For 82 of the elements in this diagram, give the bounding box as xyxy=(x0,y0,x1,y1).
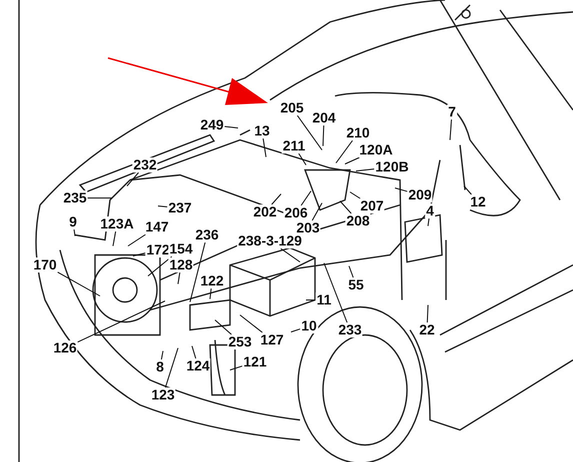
leader-line xyxy=(158,206,168,208)
leader-line xyxy=(214,320,232,335)
callout-number: 120A xyxy=(358,142,394,158)
leader-line xyxy=(464,186,472,195)
callout-number: 235 xyxy=(62,190,88,206)
leader-line xyxy=(300,190,312,206)
callout-number: 233 xyxy=(337,322,363,338)
leader-line xyxy=(426,304,428,323)
leader-line xyxy=(126,172,140,186)
callout-number: 205 xyxy=(279,100,305,116)
leader-line xyxy=(312,202,322,221)
callout-number: 4 xyxy=(425,204,435,218)
callout-number: 126 xyxy=(52,340,78,356)
callout-number: 120B xyxy=(374,160,410,174)
callout-number: 8 xyxy=(155,360,165,374)
leader-line xyxy=(344,157,360,164)
leader-line xyxy=(350,192,361,199)
leader-line xyxy=(322,125,324,146)
leader-line xyxy=(210,288,212,300)
leader-line xyxy=(340,200,352,214)
leader-line xyxy=(296,115,322,150)
leader-line xyxy=(290,328,301,332)
leader-line xyxy=(336,140,353,164)
leader-line xyxy=(224,126,238,128)
leader-line xyxy=(178,272,180,284)
callout-number: 211 xyxy=(282,138,306,154)
callout-number: 238-3-129 xyxy=(237,234,303,248)
leader-line xyxy=(160,350,164,360)
callout-number: 55 xyxy=(347,278,365,292)
callout-number: 210 xyxy=(345,126,371,140)
callout-number: 203 xyxy=(295,220,321,236)
callout-number: 237 xyxy=(167,200,193,216)
callout-number: 128 xyxy=(168,258,194,272)
callout-number: 202 xyxy=(252,204,278,220)
callout-number: 7 xyxy=(447,104,457,120)
callout-number: 12 xyxy=(469,194,487,210)
callout-number: 147 xyxy=(144,220,170,234)
callout-number: 206 xyxy=(283,206,309,220)
leader-line xyxy=(148,256,172,276)
leader-line xyxy=(324,262,348,323)
leader-line xyxy=(74,229,76,236)
leader-line xyxy=(128,234,146,246)
leader-line xyxy=(450,119,452,140)
callout-number: 172 xyxy=(145,242,171,258)
callout-number: 123A xyxy=(99,216,135,232)
callout-number: 253 xyxy=(227,334,253,350)
leader-line xyxy=(77,300,166,343)
callout-number: 127 xyxy=(259,332,285,348)
callout-number: 22 xyxy=(418,322,436,338)
leader-line xyxy=(348,266,354,278)
callout-number: 207 xyxy=(359,198,385,214)
callout-number: 124 xyxy=(185,358,211,374)
callout-number: 209 xyxy=(407,188,433,202)
leader-line xyxy=(132,252,146,256)
callout-number: 123 xyxy=(150,388,176,402)
leader-line xyxy=(230,366,243,370)
leader-line xyxy=(280,248,300,262)
leader-line xyxy=(164,348,178,388)
callout-number: 232 xyxy=(132,158,158,172)
callout-number: 154 xyxy=(168,242,194,256)
callout-number: 236 xyxy=(194,228,220,242)
callout-number: 170 xyxy=(32,258,58,272)
callout-number: 11 xyxy=(316,292,332,308)
callout-number: 10 xyxy=(300,318,318,334)
callout-number: 208 xyxy=(345,214,371,228)
leader-line xyxy=(298,153,306,166)
leader-line xyxy=(428,218,430,226)
leader-line xyxy=(57,272,100,296)
leader-line xyxy=(112,231,116,246)
leader-line xyxy=(240,314,263,333)
leader-line xyxy=(271,194,282,205)
leader-line xyxy=(394,188,408,192)
callout-number: 249 xyxy=(199,118,225,132)
callout-number: 9 xyxy=(68,214,78,230)
callout-number: 122 xyxy=(199,274,225,288)
leader-line xyxy=(190,242,206,302)
callout-number: 121 xyxy=(242,354,268,370)
leader-line xyxy=(192,346,196,359)
leader-line xyxy=(356,168,375,172)
callout-number: 204 xyxy=(311,110,337,126)
callout-number: 13 xyxy=(253,124,271,138)
leader-line xyxy=(262,138,266,158)
